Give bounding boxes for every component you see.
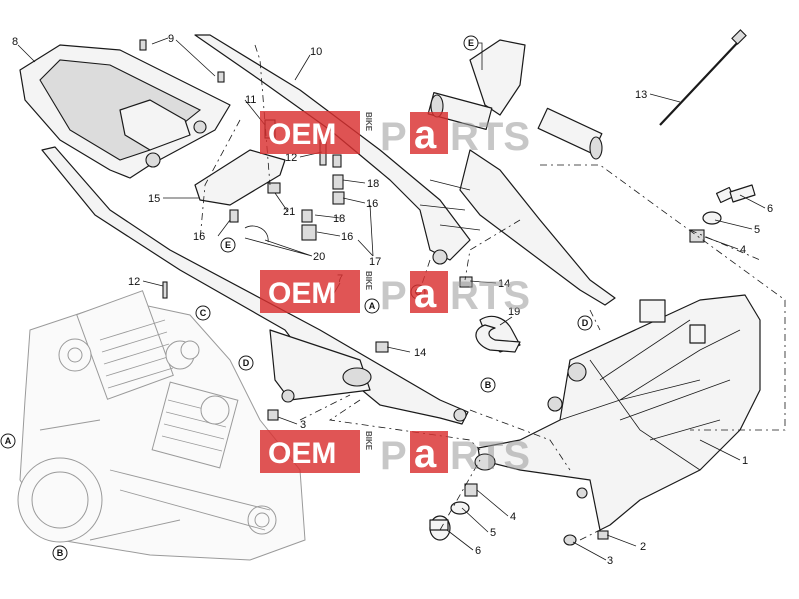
callout-17: 17 xyxy=(369,256,381,268)
ref-e-rack: E xyxy=(225,240,231,250)
exhaust-bracket xyxy=(427,39,603,160)
mount-stack-lower xyxy=(429,483,609,546)
callout-5-lower: 5 xyxy=(490,527,496,539)
watermark-a-text: a xyxy=(414,272,437,316)
watermark-oem-text: OEM xyxy=(268,277,336,310)
callout-3-front: 3 xyxy=(607,555,613,567)
watermark-bike-text: BIKE xyxy=(364,431,373,451)
ref-a-frame: A xyxy=(369,301,376,311)
watermark-rts-text: RTS xyxy=(450,274,530,318)
callout-15: 15 xyxy=(148,193,160,205)
watermark-middle: OEM BIKE P a RTS xyxy=(260,270,530,318)
ref-d-engine: D xyxy=(243,358,250,368)
callout-8: 8 xyxy=(12,36,18,48)
callout-21: 21 xyxy=(283,206,295,218)
callout-1: 1 xyxy=(742,455,748,467)
callout-12-lower: 12 xyxy=(128,276,140,288)
callout-6-lower: 6 xyxy=(475,545,481,557)
mount-stack-upper xyxy=(689,184,756,243)
ref-d-frame: D xyxy=(582,318,589,328)
watermark-a-text: a xyxy=(414,113,437,157)
watermark-rts-text: RTS xyxy=(450,434,530,478)
luggage-rack xyxy=(19,44,231,179)
callout-16-right: 16 xyxy=(366,198,378,210)
callout-13: 13 xyxy=(635,89,647,101)
watermark-bike-text: BIKE xyxy=(364,112,373,132)
callout-16-left: 16 xyxy=(193,231,205,243)
watermark-p-text: P xyxy=(380,115,407,159)
callout-9: 9 xyxy=(168,33,174,45)
watermark-oem-text: OEM xyxy=(268,118,336,151)
callout-10: 10 xyxy=(310,46,322,58)
ref-b-frame: B xyxy=(485,380,492,390)
callout-20: 20 xyxy=(313,251,325,263)
callout-6-upper: 6 xyxy=(767,203,773,215)
callout-11: 11 xyxy=(245,94,256,106)
ref-e-bracket: E xyxy=(468,38,474,48)
watermark-top: OEM BIKE P a RTS xyxy=(260,111,530,159)
callout-12-upper: 12 xyxy=(285,152,297,164)
callout-18-lower: 18 xyxy=(333,213,345,225)
ref-a-engine: A xyxy=(5,436,12,446)
main-frame xyxy=(474,294,761,531)
watermark-p-text: P xyxy=(380,274,407,318)
watermark-rts-text: RTS xyxy=(450,115,530,159)
watermark-bike-text: BIKE xyxy=(364,271,373,291)
callout-19: 19 xyxy=(508,306,520,318)
callout-18-upper: 18 xyxy=(367,178,379,190)
watermark-a-text: a xyxy=(414,432,437,476)
callout-14-upper: 14 xyxy=(498,278,510,290)
watermark-p-text: P xyxy=(380,434,407,478)
callout-3-rear: 3 xyxy=(300,419,306,431)
ref-b-engine: B xyxy=(57,548,64,558)
assembly-lines xyxy=(199,44,786,541)
rear-subframe xyxy=(41,34,616,425)
callout-16-middle: 16 xyxy=(341,231,353,243)
callout-4-upper: 4 xyxy=(740,244,746,256)
ref-c-engine: C xyxy=(200,308,207,318)
engine-assembly xyxy=(17,290,306,561)
callout-2: 2 xyxy=(640,541,646,553)
callout-4-lower: 4 xyxy=(510,511,516,523)
callout-numbers: 1 2 3 3 4 4 5 5 6 6 7 8 9 10 11 12 12 13… xyxy=(12,33,773,567)
watermark-oem-text: OEM xyxy=(268,437,336,470)
callout-5-upper: 5 xyxy=(754,224,760,236)
callout-14-lower: 14 xyxy=(414,347,426,359)
cable-clamp xyxy=(475,324,521,353)
watermark-bottom: OEM BIKE P a RTS xyxy=(260,430,530,478)
long-bolt xyxy=(659,29,747,126)
